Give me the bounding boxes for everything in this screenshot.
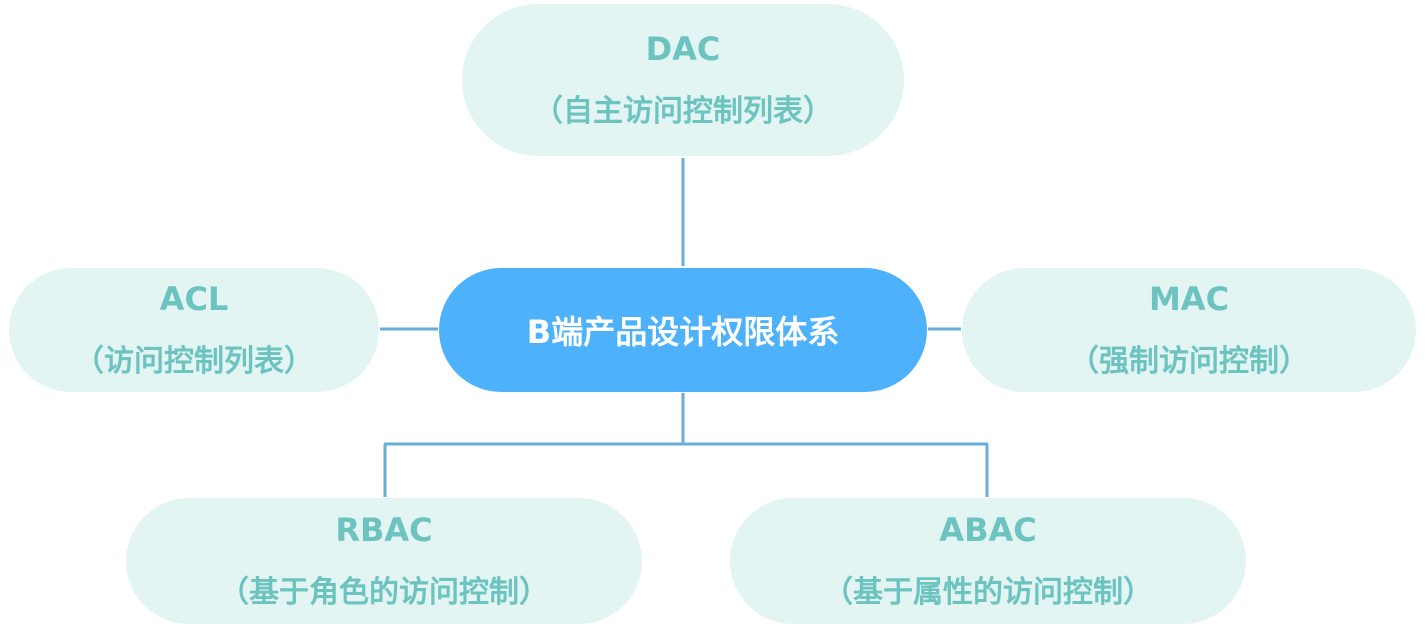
node-rbac-abbr: RBAC <box>335 511 433 549</box>
node-rbac-desc: （基于角色的访问控制） <box>219 575 549 610</box>
node-mac-abbr: MAC <box>1148 280 1230 318</box>
node-abac-desc: （基于属性的访问控制） <box>823 575 1153 610</box>
node-dac: DAC （自主访问控制列表） <box>462 4 904 156</box>
node-abac: ABAC （基于属性的访问控制） <box>730 498 1246 624</box>
node-dac-abbr: DAC <box>645 30 721 68</box>
node-dac-desc: （自主访问控制列表） <box>533 94 833 129</box>
node-center: B端产品设计权限体系 <box>439 268 927 392</box>
node-abac-abbr: ABAC <box>939 511 1037 549</box>
node-rbac: RBAC （基于角色的访问控制） <box>126 498 642 624</box>
node-acl-abbr: ACL <box>159 280 229 318</box>
node-mac: MAC （强制访问控制） <box>962 268 1416 392</box>
center-label: B端产品设计权限体系 <box>526 313 840 351</box>
node-acl-desc: （访问控制列表） <box>74 344 314 379</box>
node-mac-desc: （强制访问控制） <box>1069 344 1309 379</box>
node-acl: ACL （访问控制列表） <box>9 268 379 392</box>
